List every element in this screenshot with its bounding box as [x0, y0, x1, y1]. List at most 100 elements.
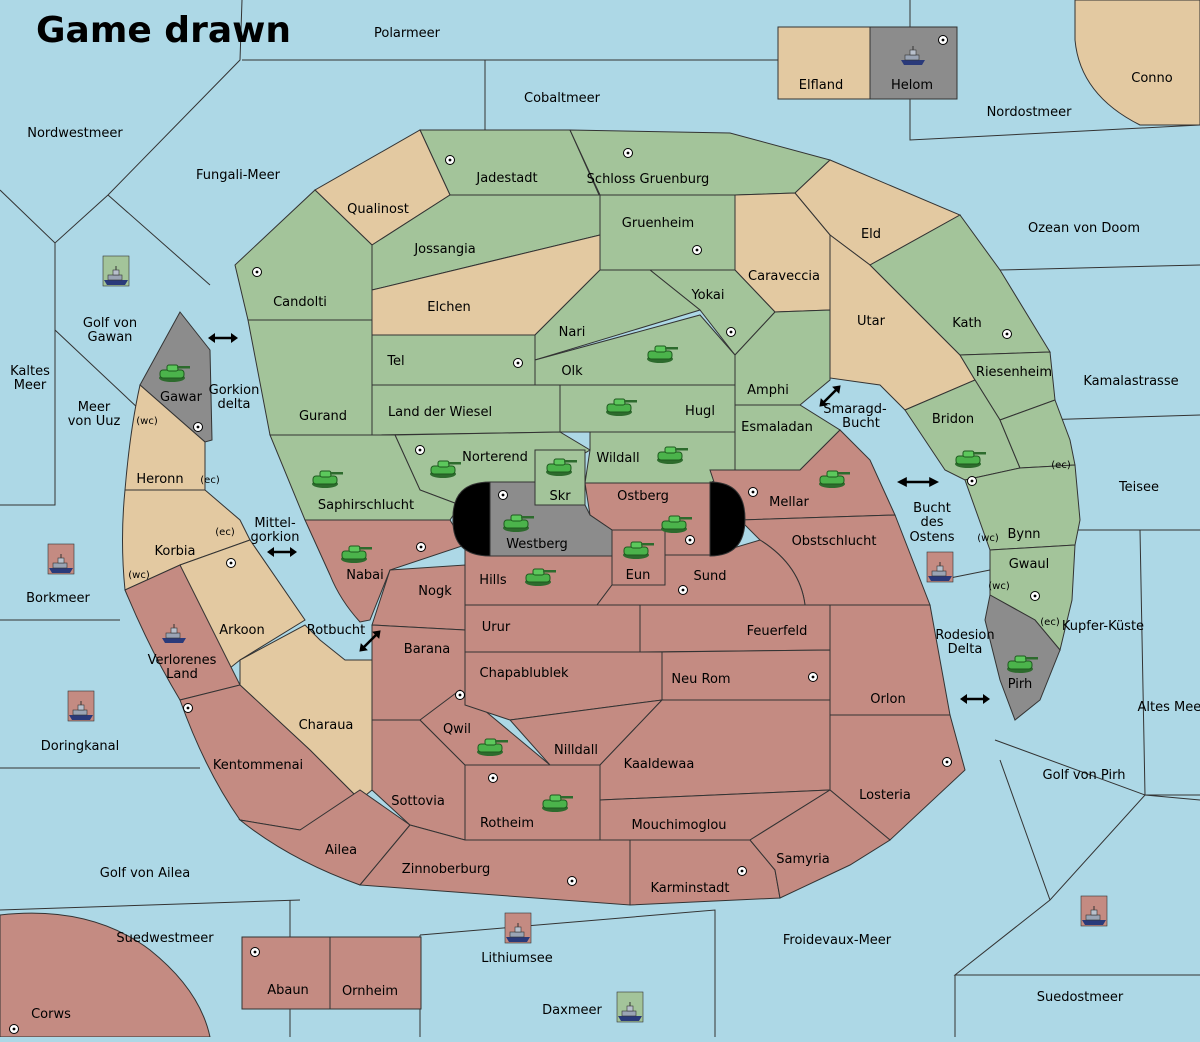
label-samyria: Samyria: [776, 852, 830, 867]
label-bucht-des-ostens-3: Ostens: [909, 530, 954, 545]
label-qualinost: Qualinost: [347, 202, 409, 217]
label-losteria: Losteria: [859, 788, 911, 803]
label-neu-rom: Neu Rom: [671, 672, 730, 687]
label-kath: Kath: [952, 316, 982, 331]
label-froidevaux-meer: Froidevaux-Meer: [783, 933, 892, 948]
label-land-der-wiesel: Land der Wiesel: [388, 405, 492, 420]
label-utar: Utar: [857, 314, 886, 329]
label-sund: Sund: [694, 569, 727, 584]
label-suedostmeer: Suedostmeer: [1037, 990, 1124, 1005]
coast-gawar-wc: (wc): [136, 416, 158, 427]
label-gruenheim: Gruenheim: [622, 216, 694, 231]
label-zinnoberburg: Zinnoberburg: [402, 862, 490, 877]
label-bucht-des-ostens-1: Bucht: [913, 501, 951, 516]
label-doringkanal: Doringkanal: [41, 739, 120, 754]
coast-bynn-ec: (ec): [1051, 460, 1071, 471]
game-status-title: Game drawn: [36, 10, 292, 51]
label-kentommenai: Kentommenai: [213, 758, 303, 773]
label-mellar: Mellar: [769, 495, 809, 510]
label-gorkion-delta-1: Gorkion: [209, 383, 260, 398]
label-arkoon: Arkoon: [219, 623, 264, 638]
label-kupfer-kueste: Kupfer-Küste: [1062, 619, 1144, 634]
label-schloss-gruenburg: Schloss Gruenburg: [587, 172, 710, 187]
label-nogk: Nogk: [418, 584, 452, 599]
fleet-ship-icon: [102, 255, 130, 287]
label-teisee: Teisee: [1118, 480, 1159, 495]
label-kaltes-meer-1: Kaltes: [10, 364, 50, 379]
label-eun: Eun: [626, 568, 651, 583]
label-conno: Conno: [1131, 71, 1173, 86]
label-ostberg: Ostberg: [617, 489, 669, 504]
label-hills: Hills: [479, 573, 507, 588]
label-nilldall: Nilldall: [554, 743, 598, 758]
region-samyria: [749, 789, 891, 899]
fleet-ship-icon: [504, 912, 532, 944]
label-smaragd-bucht-2: Bucht: [842, 416, 880, 431]
label-karminstadt: Karminstadt: [650, 881, 729, 896]
label-ozean-von-doom: Ozean von Doom: [1028, 221, 1140, 236]
label-riesenheim: Riesenheim: [976, 365, 1052, 380]
label-skr: Skr: [549, 489, 571, 504]
label-kamalastrasse: Kamalastrasse: [1083, 374, 1178, 389]
label-cobaltmeer: Cobaltmeer: [524, 91, 601, 106]
label-candolti: Candolti: [273, 295, 327, 310]
label-golf-von-gawan-1: Golf von: [83, 316, 137, 331]
label-yokai: Yokai: [690, 288, 724, 303]
label-mittelgorkion-1: Mittel-: [254, 516, 296, 531]
label-verlorenes-land-2: Land: [166, 667, 198, 682]
label-orlon: Orlon: [870, 692, 905, 707]
label-saphirschlucht: Saphirschlucht: [318, 498, 414, 513]
region-gruenheim: [599, 194, 736, 271]
label-altes-meer: Altes Meer: [1137, 700, 1200, 715]
fleet-ship-icon: [1080, 895, 1108, 927]
label-gawar: Gawar: [160, 390, 203, 405]
region-black-east: [709, 481, 746, 557]
fleet-units: [47, 45, 1108, 1023]
label-jadestadt: Jadestadt: [475, 171, 537, 186]
fleet-ship-icon: [926, 551, 954, 583]
coast-korbia-ec: (ec): [215, 527, 235, 538]
label-jossangia: Jossangia: [413, 242, 475, 257]
label-rodesion-delta-1: Rodesion: [935, 628, 994, 643]
label-westberg: Westberg: [506, 537, 568, 552]
coast-gwaul-wc: (wc): [988, 581, 1010, 592]
label-sottovia: Sottovia: [391, 794, 445, 809]
label-barana: Barana: [404, 642, 450, 657]
fleet-ship-icon: [47, 543, 75, 575]
region-corws: [0, 912, 211, 1038]
label-hugl: Hugl: [685, 404, 715, 419]
label-kaltes-meer-2: Meer: [14, 378, 47, 393]
label-nabai: Nabai: [346, 568, 384, 583]
label-korbia: Korbia: [154, 544, 195, 559]
region-losteria: [829, 714, 966, 841]
coast-gwaul-ec: (ec): [1040, 617, 1060, 628]
label-esmaladan: Esmaladan: [741, 420, 813, 435]
label-mouchimoglou: Mouchimoglou: [631, 818, 726, 833]
label-bridon: Bridon: [932, 412, 974, 427]
label-kaaldewaa: Kaaldewaa: [624, 757, 695, 772]
label-fungali-meer: Fungali-Meer: [196, 168, 281, 183]
label-heronn: Heronn: [136, 472, 183, 487]
label-ailea: Ailea: [325, 843, 357, 858]
region-ornheim: [329, 936, 422, 1010]
region-kath: [869, 214, 1051, 356]
label-bynn: Bynn: [1007, 527, 1040, 542]
label-gorkion-delta-2: delta: [218, 397, 251, 412]
fleet-ship-icon: [67, 690, 95, 722]
label-tel: Tel: [386, 354, 404, 369]
label-chapablublek: Chapablublek: [480, 666, 569, 681]
coast-korbia-wc: (wc): [128, 570, 150, 581]
fleet-ship-icon: [616, 991, 644, 1023]
region-bynn-upper: [999, 399, 1076, 469]
label-golf-von-gawan-2: Gawan: [88, 330, 133, 345]
label-gurand: Gurand: [299, 409, 347, 424]
label-rodesion-delta-2: Delta: [948, 642, 983, 657]
label-suedwestmeer: Suedwestmeer: [116, 931, 214, 946]
label-meer-von-uuz-2: von Uuz: [68, 414, 121, 429]
label-feuerfeld: Feuerfeld: [747, 624, 808, 639]
region-nari: [534, 269, 702, 361]
label-olk: Olk: [561, 364, 583, 379]
label-amphi: Amphi: [747, 383, 789, 398]
